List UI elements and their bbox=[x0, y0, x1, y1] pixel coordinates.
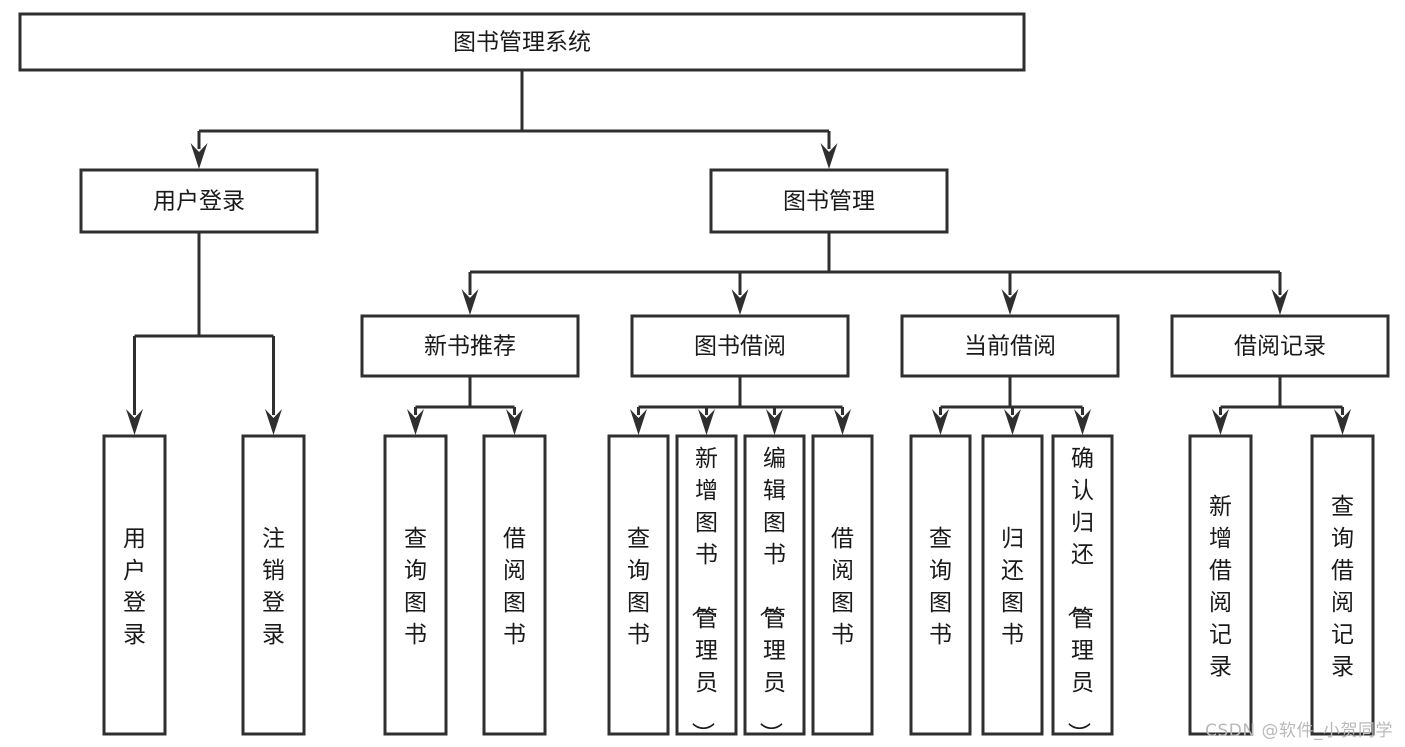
node-leaf-logout[interactable]: 注销登录 bbox=[241, 434, 306, 736]
node-leaf-add-record[interactable]: 新增借阅记录 bbox=[1188, 434, 1253, 736]
node-leaf-borrow-book-1[interactable]: 借阅图书 bbox=[482, 434, 547, 736]
connector-group-current_borrow bbox=[932, 376, 1091, 435]
node-box bbox=[811, 434, 874, 736]
node-label: 新增借阅记录 bbox=[1209, 494, 1232, 680]
node-box bbox=[709, 168, 949, 234]
node-leaf-borrow-book-2[interactable]: 借阅图书 bbox=[811, 434, 874, 736]
node-box bbox=[607, 434, 670, 736]
node-leaf-return-book[interactable]: 归还图书 bbox=[981, 434, 1044, 736]
node-box bbox=[675, 434, 738, 736]
node-box bbox=[18, 12, 1026, 72]
node-root[interactable]: 图书管理系统 bbox=[18, 12, 1026, 72]
node-label: 借阅记录 bbox=[1234, 334, 1326, 360]
node-label: 用户登录 bbox=[123, 526, 146, 648]
node-label: 查询借阅记录 bbox=[1331, 494, 1354, 680]
node-label: 借阅图书 bbox=[831, 526, 854, 648]
node-book-mgmt[interactable]: 图书管理 bbox=[709, 168, 949, 234]
node-label: 借阅图书 bbox=[503, 526, 526, 648]
node-new-book-rec[interactable]: 新书推荐 bbox=[360, 314, 580, 378]
node-label: 当前借阅 bbox=[964, 334, 1056, 360]
node-borrow-record[interactable]: 借阅记录 bbox=[1170, 314, 1390, 378]
node-leaf-user-login[interactable]: 用户登录 bbox=[102, 434, 167, 736]
node-box bbox=[241, 434, 306, 736]
node-box bbox=[1310, 434, 1375, 736]
node-leaf-query-book-2[interactable]: 查询图书 bbox=[607, 434, 670, 736]
node-box bbox=[482, 434, 547, 736]
node-label: 查询图书 bbox=[929, 526, 952, 648]
connector-layer bbox=[126, 70, 1351, 435]
node-leaf-edit-book[interactable]: 编辑图书（管理员） bbox=[743, 434, 806, 745]
connector-group-root bbox=[190, 70, 838, 169]
node-box bbox=[1170, 314, 1390, 378]
node-book-borrow[interactable]: 图书借阅 bbox=[630, 314, 850, 378]
node-box bbox=[1051, 434, 1114, 736]
node-box bbox=[900, 314, 1120, 378]
node-box bbox=[79, 168, 319, 234]
node-label: 图书借阅 bbox=[694, 334, 786, 360]
node-leaf-query-book-1[interactable]: 查询图书 bbox=[383, 434, 448, 736]
node-label: 图书管理 bbox=[783, 189, 875, 215]
node-label: 确认归还（管理员） bbox=[1065, 446, 1094, 745]
node-box bbox=[102, 434, 167, 736]
connector-group-new_book_rec bbox=[407, 376, 523, 435]
node-label: 新增图书（管理员） bbox=[689, 446, 718, 745]
node-label: 注销登录 bbox=[262, 526, 285, 648]
node-user-login[interactable]: 用户登录 bbox=[79, 168, 319, 234]
node-box bbox=[1188, 434, 1253, 736]
connector-group-book_mgmt bbox=[461, 232, 1289, 315]
node-label: 编辑图书（管理员） bbox=[757, 446, 786, 745]
node-current-borrow[interactable]: 当前借阅 bbox=[900, 314, 1120, 378]
node-layer: 图书管理系统用户登录图书管理新书推荐图书借阅当前借阅借阅记录用户登录注销登录查询… bbox=[18, 12, 1390, 745]
node-leaf-confirm-return[interactable]: 确认归还（管理员） bbox=[1051, 434, 1114, 745]
node-box bbox=[743, 434, 806, 736]
node-box bbox=[909, 434, 972, 736]
node-label: 查询图书 bbox=[404, 526, 427, 648]
node-box bbox=[383, 434, 448, 736]
node-leaf-add-book[interactable]: 新增图书（管理员） bbox=[675, 434, 738, 745]
csdn-watermark: CSDN @软件_小贺同学 bbox=[1205, 721, 1393, 741]
node-label: 图书管理系统 bbox=[453, 30, 591, 56]
node-leaf-query-book-3[interactable]: 查询图书 bbox=[909, 434, 972, 736]
connector-group-user_login bbox=[126, 232, 282, 435]
node-label: 用户登录 bbox=[153, 189, 245, 215]
node-box bbox=[981, 434, 1044, 736]
node-label: 查询图书 bbox=[627, 526, 650, 648]
node-label: 新书推荐 bbox=[424, 334, 516, 360]
node-leaf-query-record[interactable]: 查询借阅记录 bbox=[1310, 434, 1375, 736]
node-label: 归还图书 bbox=[1001, 526, 1024, 648]
connector-group-borrow_record bbox=[1212, 376, 1351, 435]
node-box bbox=[360, 314, 580, 378]
node-box bbox=[630, 314, 850, 378]
connector-group-book_borrow bbox=[630, 376, 851, 435]
